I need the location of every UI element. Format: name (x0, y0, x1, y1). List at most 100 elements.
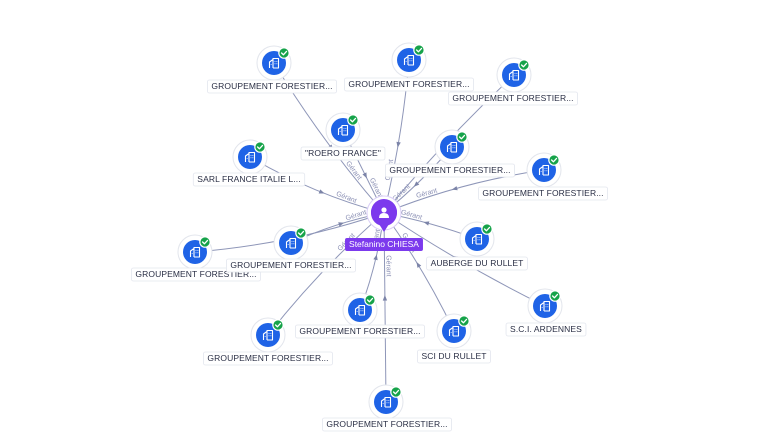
edge-arrow-icon (362, 172, 367, 179)
company-name: GROUPEMENT FORESTIER... (135, 269, 256, 279)
label-box (417, 349, 491, 364)
company-name: GROUPEMENT FORESTIER... (326, 419, 447, 429)
company-label[interactable]: SARL FRANCE ITALIE L... (192, 172, 306, 187)
verified-check-icon (549, 290, 561, 302)
company-name: GROUPEMENT FORESTIER... (389, 165, 510, 175)
building-icon (354, 304, 366, 316)
company-name: "ROERO FRANCE" (305, 148, 381, 158)
building-icon (380, 396, 392, 408)
building-icon (268, 57, 280, 69)
company-name: SCI DU RULLET (421, 351, 486, 361)
company-node-c10[interactable]: AUBERGE DU RULLET (426, 221, 528, 271)
company-label[interactable]: AUBERGE DU RULLET (426, 256, 528, 271)
building-icon (285, 237, 297, 249)
company-name: GROUPEMENT FORESTIER... (211, 81, 332, 91)
edge-arrow-icon (382, 295, 388, 301)
label-box (226, 258, 356, 273)
company-node-c14[interactable]: SCI DU RULLET (417, 313, 491, 364)
company-name: SARL FRANCE ITALIE L... (197, 174, 300, 184)
edge-label: Gérant (345, 209, 368, 222)
company-label[interactable]: "ROERO FRANCE" (300, 146, 386, 161)
verified-check-icon (413, 44, 425, 56)
company-name: AUBERGE DU RULLET (431, 258, 524, 268)
label-box (207, 79, 337, 94)
label-box (385, 163, 515, 178)
edge-line (383, 212, 455, 332)
edge-arrow-icon (451, 186, 458, 191)
building-icon (403, 54, 415, 66)
label-box (192, 172, 306, 187)
edge-arrow-icon (423, 221, 430, 226)
edge-arrow-icon (416, 262, 422, 268)
building-icon (262, 329, 274, 341)
company-label[interactable]: GROUPEMENT FORESTIER... (226, 258, 356, 273)
company-node-c1[interactable]: GROUPEMENT FORESTIER... (207, 45, 337, 94)
building-icon (446, 141, 458, 153)
company-label[interactable]: SCI DU RULLET (417, 349, 491, 364)
company-label[interactable]: GROUPEMENT FORESTIER... (203, 351, 333, 366)
verified-check-icon (364, 294, 376, 306)
company-label[interactable]: GROUPEMENT FORESTIER... (344, 77, 474, 92)
building-icon (448, 325, 460, 337)
verified-check-icon (518, 59, 530, 71)
building-icon (538, 164, 550, 176)
company-name: GROUPEMENT FORESTIER... (348, 79, 469, 89)
label-box (426, 256, 528, 271)
edge-arrow-icon (318, 189, 325, 194)
company-name: GROUPEMENT FORESTIER... (299, 326, 420, 336)
company-node-c2[interactable]: GROUPEMENT FORESTIER... (344, 42, 474, 92)
building-icon (471, 233, 483, 245)
label-box (322, 417, 452, 432)
company-node-c15[interactable]: GROUPEMENT FORESTIER... (322, 384, 452, 432)
verified-check-icon (295, 227, 307, 239)
verified-check-icon (278, 47, 290, 59)
building-icon (244, 151, 256, 163)
company-node-c12[interactable]: GROUPEMENT FORESTIER... (295, 292, 425, 339)
company-node-c11[interactable]: S.C.I. ARDENNES (505, 288, 587, 337)
verified-check-icon (456, 131, 468, 143)
verified-check-icon (458, 315, 470, 327)
center-node[interactable]: Stefanino CHIESA (345, 195, 423, 251)
company-node-c4[interactable]: "ROERO FRANCE" (300, 112, 386, 161)
company-name: GROUPEMENT FORESTIER... (482, 188, 603, 198)
company-label[interactable]: GROUPEMENT FORESTIER... (322, 417, 452, 432)
company-label[interactable]: GROUPEMENT FORESTIER... (295, 324, 425, 339)
label-box (344, 77, 474, 92)
company-label[interactable]: S.C.I. ARDENNES (505, 322, 587, 337)
person-icon (379, 207, 389, 218)
edge-label: Gérant (416, 187, 439, 200)
verified-check-icon (199, 236, 211, 248)
center-label: Stefanino CHIESA (345, 238, 423, 251)
company-node-c13[interactable]: GROUPEMENT FORESTIER... (203, 317, 333, 366)
company-node-c7[interactable]: GROUPEMENT FORESTIER... (478, 152, 608, 201)
edge-arrow-icon (413, 181, 420, 187)
company-node-c8[interactable]: GROUPEMENT FORESTIER... (131, 234, 261, 282)
company-label[interactable]: GROUPEMENT FORESTIER... (478, 186, 608, 201)
verified-check-icon (548, 154, 560, 166)
building-icon (337, 124, 349, 136)
company-name: GROUPEMENT FORESTIER... (207, 353, 328, 363)
label-box (203, 351, 333, 366)
company-node-c6[interactable]: GROUPEMENT FORESTIER... (385, 129, 515, 178)
building-icon (539, 300, 551, 312)
company-node-c5[interactable]: SARL FRANCE ITALIE L... (192, 139, 306, 187)
company-node-c3[interactable]: GROUPEMENT FORESTIER... (448, 57, 578, 106)
edge-c14: Gérant (383, 212, 455, 332)
company-node-c9[interactable]: GROUPEMENT FORESTIER... (226, 225, 356, 273)
company-name: GROUPEMENT FORESTIER... (230, 260, 351, 270)
building-icon (508, 69, 520, 81)
verified-check-icon (390, 386, 402, 398)
edge-line (383, 212, 387, 403)
edge-arrow-icon (373, 254, 378, 261)
edge-label: Gérant (400, 209, 423, 221)
company-label[interactable]: GROUPEMENT FORESTIER... (385, 163, 515, 178)
edge-arrow-icon (338, 222, 345, 227)
company-label[interactable]: GROUPEMENT FORESTIER... (207, 79, 337, 94)
label-box (448, 91, 578, 106)
nodes-layer: GROUPEMENT FORESTIER...GROUPEMENT FOREST… (131, 42, 608, 432)
company-label[interactable]: GROUPEMENT FORESTIER... (448, 91, 578, 106)
edge-label: Gérant (335, 191, 358, 205)
edge-label: Gérant (384, 255, 391, 277)
label-box (300, 146, 386, 161)
